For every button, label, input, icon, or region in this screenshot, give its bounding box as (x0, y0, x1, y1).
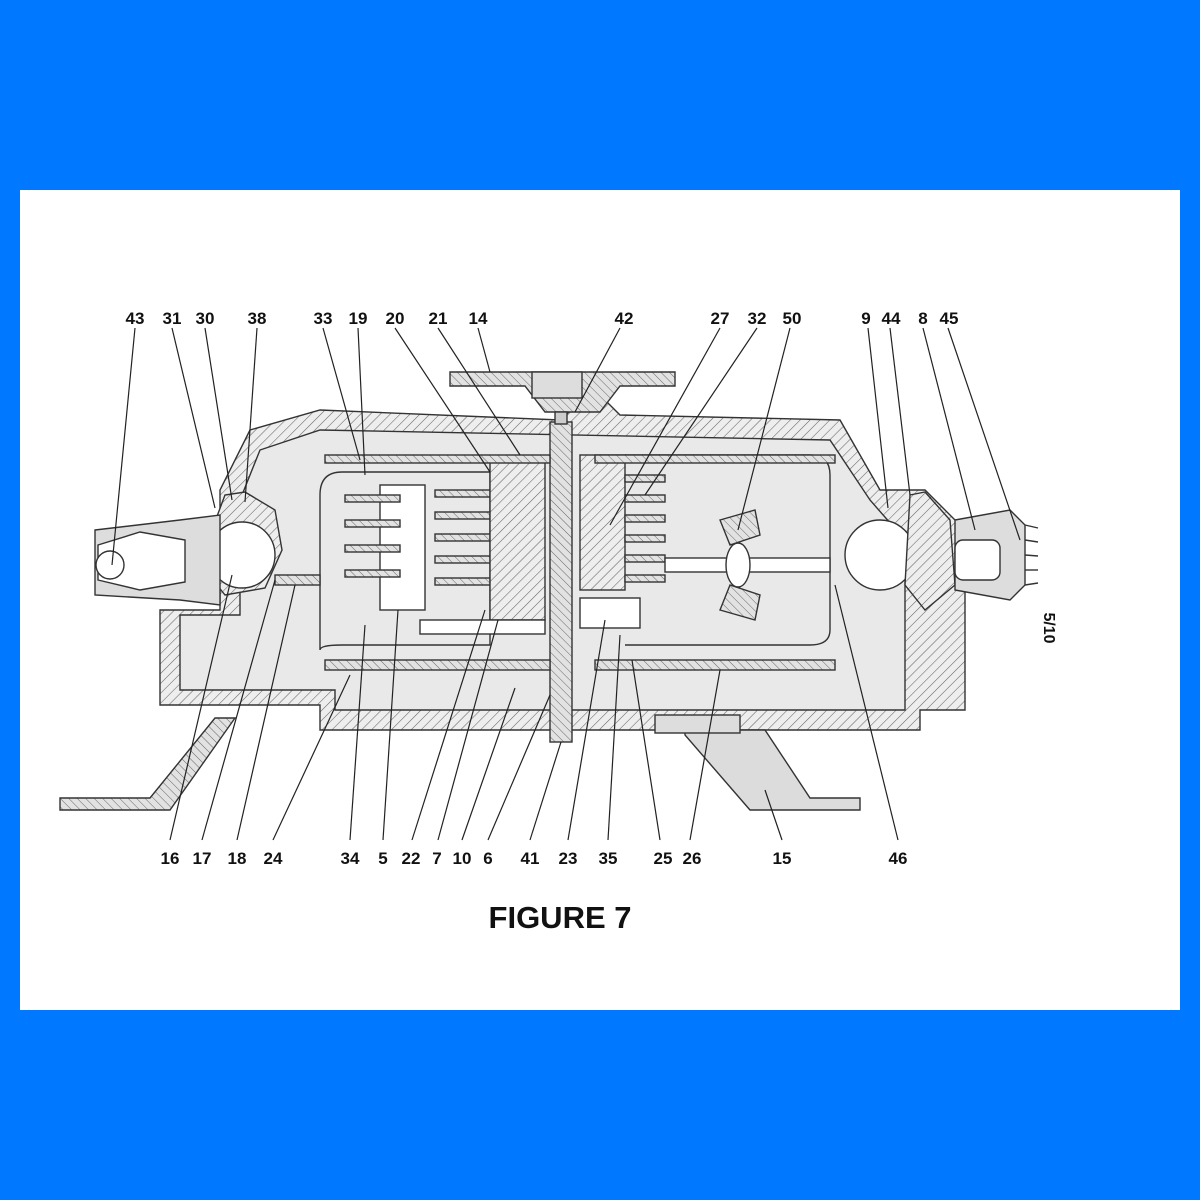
bottom-right-foot (684, 729, 861, 811)
cross-section-drawing: 43 31 30 38 33 19 20 21 14 42 27 32 50 9… (59, 309, 1057, 935)
top-bracket-boss (531, 371, 583, 399)
ref-label: 26 (683, 849, 702, 868)
ref-label: 30 (196, 309, 215, 328)
left-lower-sleeve (324, 659, 551, 671)
ref-label: 24 (264, 849, 283, 868)
left-end-ring (95, 550, 125, 580)
bottom-boss (654, 714, 741, 734)
ref-label: 10 (453, 849, 472, 868)
ref-label: 5 (378, 849, 387, 868)
ref-label: 7 (432, 849, 441, 868)
ref-label: 15 (773, 849, 792, 868)
right-spline-teeth (1024, 524, 1039, 586)
left-clutch-plates (344, 489, 491, 586)
ref-label: 43 (126, 309, 145, 328)
ref-label: 16 (161, 849, 180, 868)
ref-label: 14 (469, 309, 488, 328)
labels-top: 43 31 30 38 33 19 20 21 14 42 27 32 50 9… (126, 309, 959, 328)
ref-label: 23 (559, 849, 578, 868)
ref-label: 20 (386, 309, 405, 328)
ref-label: 6 (483, 849, 492, 868)
bottom-left-foot (59, 717, 237, 811)
ref-label: 22 (402, 849, 421, 868)
figure-caption: FIGURE 7 (489, 900, 632, 935)
ref-label: 41 (521, 849, 540, 868)
ref-label: 18 (228, 849, 247, 868)
left-upper-sleeve (324, 454, 551, 464)
leader-lines-bottom (169, 574, 899, 841)
ref-label: 50 (783, 309, 802, 328)
shaft-cap (554, 411, 568, 425)
right-ball-joint (844, 519, 916, 591)
ref-label: 25 (654, 849, 673, 868)
left-input-stub (274, 574, 321, 586)
ref-label: 35 (599, 849, 618, 868)
ref-label: 33 (314, 309, 333, 328)
ref-label: 8 (918, 309, 927, 328)
central-shaft (549, 421, 573, 743)
ref-label: 32 (748, 309, 767, 328)
ref-label: 34 (341, 849, 360, 868)
ref-label: 45 (940, 309, 959, 328)
ref-label: 9 (861, 309, 870, 328)
right-lower-sleeve (594, 659, 836, 671)
ref-label: 46 (889, 849, 908, 868)
patent-drawing-sheet: 43 31 30 38 33 19 20 21 14 42 27 32 50 9… (20, 190, 1180, 1010)
bearing-50 (719, 509, 761, 621)
left-hub-block (489, 459, 546, 621)
sheet-number: 5/10 (1040, 612, 1057, 643)
ref-label: 44 (882, 309, 901, 328)
ref-label: 31 (163, 309, 182, 328)
ref-label: 19 (349, 309, 368, 328)
ref-label: 21 (429, 309, 448, 328)
leader-lines-top (111, 327, 1021, 566)
ref-label: 38 (248, 309, 267, 328)
labels-bottom: 16 17 18 24 34 5 22 7 10 6 41 23 35 25 2… (161, 849, 908, 868)
right-hub-block (579, 454, 626, 591)
right-upper-sleeve (594, 454, 836, 464)
bearing-ring (725, 542, 751, 588)
ref-label: 42 (615, 309, 634, 328)
ref-label: 17 (193, 849, 212, 868)
ref-label: 27 (711, 309, 730, 328)
lower-plate-10 (419, 619, 546, 635)
right-lower-plate-35 (579, 597, 641, 629)
right-shaft-core (954, 539, 1001, 581)
